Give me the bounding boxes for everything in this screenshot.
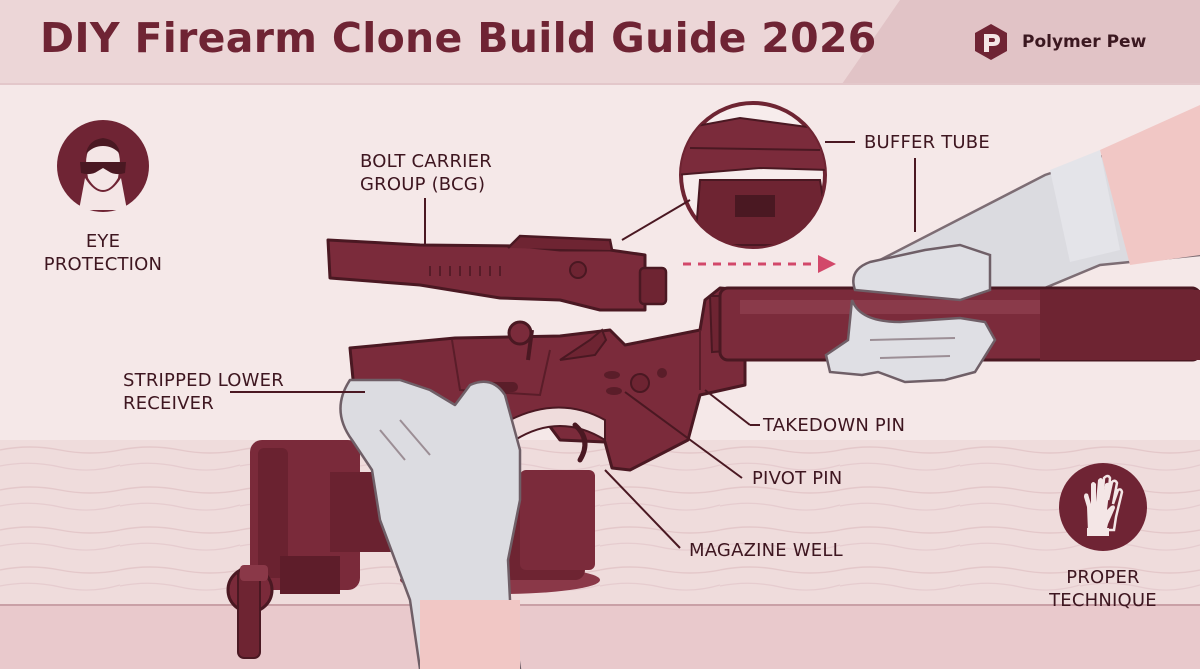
proper-technique-line1: PROPER — [1066, 567, 1140, 588]
bcg-callout-line2: GROUP (BCG) — [360, 174, 486, 195]
zoom-detail-circle — [679, 101, 827, 249]
leader-takedown-pin — [704, 389, 751, 426]
bcg-callout-line1: BOLT CARRIER — [360, 151, 492, 172]
proper-technique-label: PROPER TECHNIQUE — [1038, 566, 1168, 612]
lower-receiver-callout: STRIPPED LOWER RECEIVER — [123, 369, 284, 415]
header-brand-panel — [842, 0, 1200, 84]
leader-zoom — [621, 199, 691, 241]
left-glove — [339, 378, 522, 669]
callout-leader-lines — [230, 141, 916, 549]
polymer-pew-logo-icon — [975, 24, 1007, 60]
lower-receiver-callout-line1: STRIPPED LOWER — [123, 370, 284, 391]
right-glove-hand — [824, 243, 997, 384]
leader-pivot-pin — [624, 391, 743, 479]
brand-name: Polymer Pew — [1022, 32, 1147, 52]
eye-protection-label: EYE PROTECTION — [38, 230, 168, 276]
eye-protection-line1: EYE — [85, 231, 121, 252]
proper-technique-line2: TECHNIQUE — [1049, 590, 1157, 611]
brand[interactable]: Polymer Pew — [972, 24, 1146, 60]
buffer-tube-callout: BUFFER TUBE — [864, 132, 990, 153]
eye-protection-line2: PROTECTION — [43, 254, 163, 275]
pivot-pin-callout: PIVOT PIN — [752, 468, 843, 489]
lower-receiver-callout-line2: RECEIVER — [123, 393, 214, 414]
workbench-edge — [0, 605, 1200, 669]
bcg-callout: BOLT CARRIER GROUP (BCG) — [360, 150, 492, 196]
leader-magazine-well — [604, 469, 681, 549]
gloves-icon — [1059, 463, 1147, 551]
magazine-well-callout: MAGAZINE WELL — [689, 540, 843, 561]
insert-direction-arrow — [683, 255, 836, 273]
workbench — [0, 440, 1200, 610]
takedown-pin-callout: TAKEDOWN PIN — [763, 415, 906, 436]
page-title: DIY Firearm Clone Build Guide 2026 — [40, 14, 877, 62]
safety-goggles-icon — [57, 120, 149, 212]
bolt-carrier-group — [326, 234, 668, 312]
